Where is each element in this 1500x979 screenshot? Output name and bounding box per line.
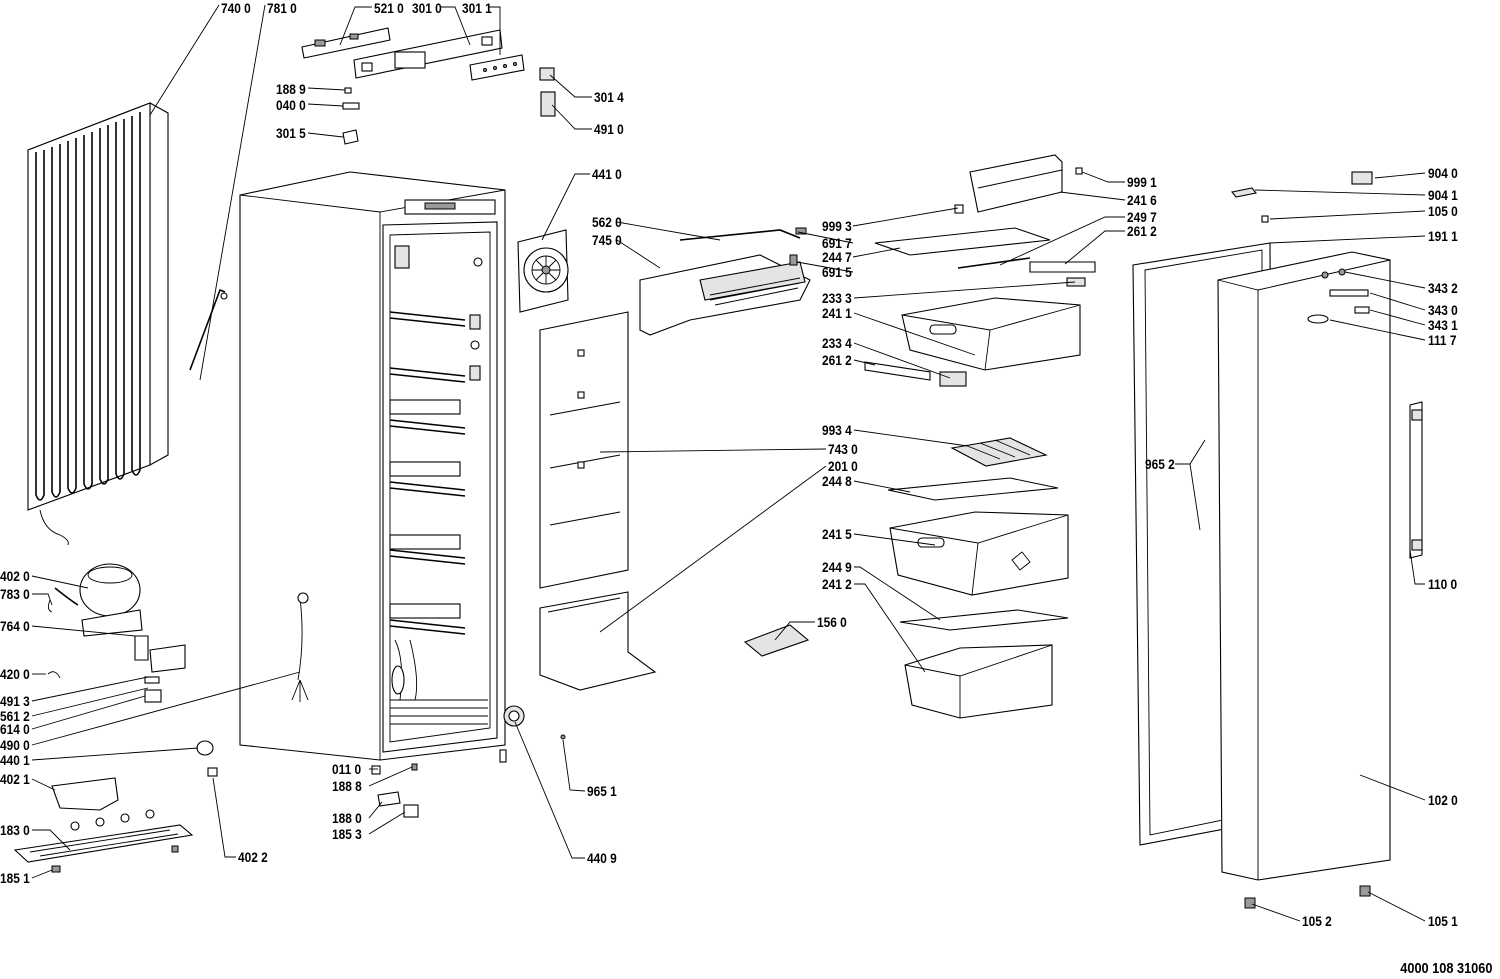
part-label-490-0: 490 0: [0, 737, 30, 753]
part-label-993-4: 993 4: [822, 422, 852, 438]
part-label-491-0: 491 0: [594, 121, 624, 137]
part-label-188-0: 188 0: [332, 810, 362, 826]
part-label-156-0: 156 0: [817, 614, 847, 630]
door-handle: [1409, 401, 1423, 559]
part-label-965-1: 965 1: [587, 783, 617, 799]
part-label-402-1: 402 1: [0, 771, 30, 787]
part-label-740-0: 740 0: [221, 0, 251, 16]
part-label-244-8: 244 8: [822, 473, 852, 489]
hinges-top: [1231, 171, 1373, 223]
part-label-781-0: 781 0: [267, 0, 297, 16]
part-label-111-7: 111 7: [1428, 332, 1457, 348]
part-label-185-1: 185 1: [0, 870, 30, 886]
part-label-783-0: 783 0: [0, 586, 30, 602]
compressor-parts: [13, 563, 218, 873]
leader-lines: [31, 4, 1426, 922]
part-label-241-1: 241 1: [822, 305, 852, 321]
part-label-011-0: 011 0: [332, 761, 362, 777]
part-label-301-0: 301 0: [412, 0, 442, 16]
part-label-261-2-top: 261 2: [1127, 223, 1157, 239]
part-label-440-9: 440 9: [587, 850, 617, 866]
part-label-241-5: 241 5: [822, 526, 852, 542]
part-label-244-7: 244 7: [822, 249, 852, 265]
part-label-261-2-bottom: 261 2: [822, 352, 852, 368]
part-label-491-3: 491 3: [0, 693, 30, 709]
part-label-521-0: 521 0: [374, 0, 404, 16]
part-label-402-2: 402 2: [238, 849, 268, 865]
part-label-185-3: 185 3: [332, 826, 362, 842]
part-label-743-0: 743 0: [828, 441, 858, 457]
part-label-183-0: 183 0: [0, 822, 30, 838]
part-label-188-9: 188 9: [276, 81, 306, 97]
lower-cover: [539, 591, 657, 691]
part-label-402-0: 402 0: [0, 568, 30, 584]
door-feet: [1244, 885, 1371, 909]
part-label-233-3: 233 3: [822, 290, 852, 306]
part-label-244-9: 244 9: [822, 559, 852, 575]
part-label-561-2: 561 2: [0, 708, 30, 724]
control-panel-parts: [301, 27, 556, 145]
part-label-440-1: 440 1: [0, 752, 30, 768]
part-label-562-0: 562 0: [592, 214, 622, 230]
part-label-343-0: 343 0: [1428, 302, 1458, 318]
part-label-105-2: 105 2: [1302, 913, 1332, 929]
part-label-691-5: 691 5: [822, 264, 852, 280]
condenser-coil: [27, 102, 228, 546]
part-label-301-1: 301 1: [462, 0, 492, 16]
part-label-105-0: 105 0: [1428, 203, 1458, 219]
fan-assembly: [517, 229, 569, 313]
part-label-614-0: 614 0: [0, 721, 30, 737]
cabinet: [239, 171, 507, 775]
part-label-904-0: 904 0: [1428, 165, 1458, 181]
shelves-and-drawers: [743, 154, 1096, 719]
part-label-201-0: 201 0: [828, 458, 858, 474]
part-label-105-1: 105 1: [1428, 913, 1458, 929]
part-label-343-1: 343 1: [1428, 317, 1458, 333]
evaporator-assembly: [639, 227, 811, 336]
part-label-102-0: 102 0: [1428, 792, 1458, 808]
part-label-040-0: 040 0: [276, 97, 306, 113]
part-label-999-1: 999 1: [1127, 174, 1157, 190]
part-label-904-1: 904 1: [1428, 187, 1458, 203]
rear-panel: [539, 311, 629, 589]
part-label-241-2: 241 2: [822, 576, 852, 592]
part-label-188-8: 188 8: [332, 778, 362, 794]
part-label-691-7: 691 7: [822, 235, 852, 251]
part-label-249-7: 249 7: [1127, 209, 1157, 225]
part-label-764-0: 764 0: [0, 618, 30, 634]
part-label-233-4: 233 4: [822, 335, 852, 351]
part-label-745-0: 745 0: [592, 232, 622, 248]
part-label-301-5: 301 5: [276, 125, 306, 141]
part-label-343-2: 343 2: [1428, 280, 1458, 296]
shelf-rails: [389, 257, 483, 635]
part-label-420-0: 420 0: [0, 666, 30, 682]
door-panel: [1217, 251, 1391, 881]
document-number: 4000 108 31060: [1399, 960, 1492, 977]
part-label-110-0: 110 0: [1428, 576, 1458, 592]
part-label-999-3: 999 3: [822, 218, 852, 234]
part-label-241-6: 241 6: [1127, 192, 1157, 208]
part-label-301-4: 301 4: [594, 89, 624, 105]
part-label-441-0: 441 0: [592, 166, 622, 182]
bottom-small-parts: [377, 705, 566, 818]
part-label-965-2: 965 2: [1145, 456, 1175, 472]
part-label-191-1: 191 1: [1428, 228, 1458, 244]
